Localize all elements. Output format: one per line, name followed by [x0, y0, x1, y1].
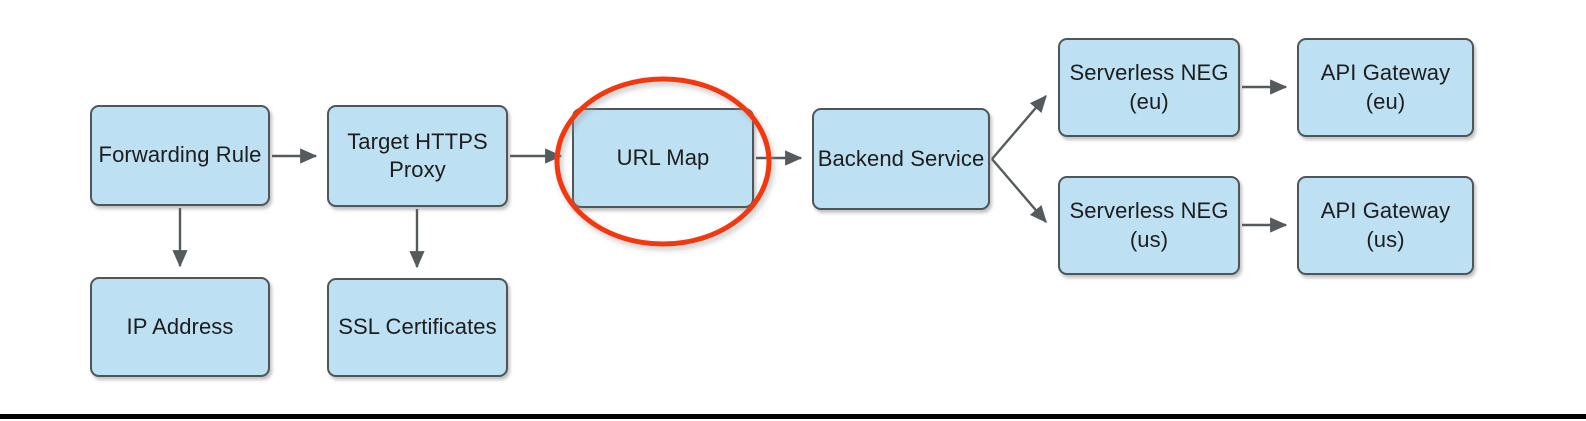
node-forwarding-rule[interactable]: Forwarding Rule	[90, 105, 270, 206]
node-ssl-certificates[interactable]: SSL Certificates	[327, 278, 508, 377]
node-url-map[interactable]: URL Map	[572, 108, 754, 208]
node-api-gateway-eu[interactable]: API Gateway (eu)	[1297, 38, 1474, 137]
bottom-rule-divider	[0, 414, 1586, 419]
edge-backend-service-to-serverless-neg-us	[991, 158, 1047, 224]
node-label: Target HTTPS Proxy	[347, 128, 488, 182]
edge-backend-service-to-serverless-neg-eu	[991, 94, 1047, 160]
node-backend-service[interactable]: Backend Service	[812, 108, 990, 210]
node-serverless-neg-eu[interactable]: Serverless NEG (eu)	[1058, 38, 1240, 137]
node-label: Serverless NEG (eu)	[1069, 60, 1229, 114]
node-label: SSL Certificates	[338, 314, 497, 340]
node-label: API Gateway (us)	[1320, 198, 1451, 252]
node-target-https-proxy[interactable]: Target HTTPS Proxy	[327, 105, 508, 207]
node-label: IP Address	[126, 313, 234, 339]
node-ip-address[interactable]: IP Address	[90, 277, 270, 377]
node-label: Forwarding Rule	[98, 142, 262, 168]
node-label: URL Map	[616, 144, 710, 170]
node-label: API Gateway (eu)	[1320, 60, 1451, 114]
node-label: Backend Service	[817, 145, 985, 171]
node-label: Serverless NEG (us)	[1069, 198, 1229, 252]
node-serverless-neg-us[interactable]: Serverless NEG (us)	[1058, 176, 1240, 275]
node-api-gateway-us[interactable]: API Gateway (us)	[1297, 176, 1474, 275]
